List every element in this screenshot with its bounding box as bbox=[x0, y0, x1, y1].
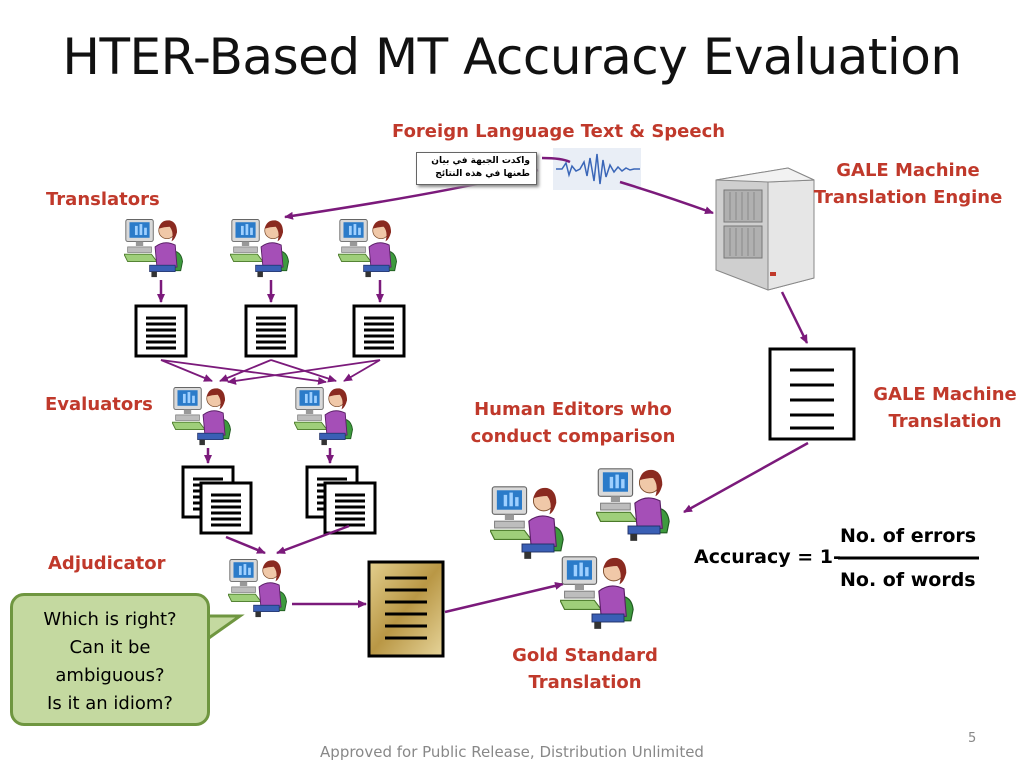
mt-engine-server-icon bbox=[715, 167, 815, 291]
formula-denominator: No. of words bbox=[840, 569, 976, 591]
gold-standard-doc-icon bbox=[367, 560, 445, 658]
translator-3-icon bbox=[338, 219, 397, 278]
formula-numerator: No. of errors bbox=[840, 525, 977, 547]
gold-standard-label-line-1: Gold Standard bbox=[512, 645, 658, 666]
gold-standard-label: Gold Standard Translation bbox=[500, 642, 670, 696]
callout-tail bbox=[206, 614, 245, 642]
translator-1-icon bbox=[124, 219, 183, 278]
gale-mt-label-line-1: GALE Machine bbox=[873, 384, 1017, 405]
gale-mt-label: GALE Machine Translation bbox=[862, 381, 1024, 435]
translation-doc-2-icon bbox=[244, 304, 298, 358]
page-title: HTER-Based MT Accuracy Evaluation bbox=[62, 28, 962, 86]
release-footer: Approved for Public Release, Distributio… bbox=[320, 743, 704, 761]
arabic-line-2: طعنها في هذه النتائج bbox=[435, 169, 530, 179]
arabic-line-1: واكدت الجبهة في بيان bbox=[431, 156, 530, 166]
evaluator-2-icon bbox=[294, 387, 353, 446]
editor-1-icon bbox=[490, 486, 564, 560]
editor-2-icon bbox=[596, 468, 670, 542]
gale-engine-label: GALE Machine Translation Engine bbox=[812, 157, 1004, 211]
editors-label-line-2: conduct comparison bbox=[470, 426, 676, 447]
translators-label: Translators bbox=[46, 189, 160, 210]
callout-line-4: Is it an idiom? bbox=[47, 693, 173, 714]
translation-doc-1-icon bbox=[134, 304, 188, 358]
arabic-text-box: واكدت الجبهة في بيان طعنها في هذه النتائ… bbox=[416, 152, 537, 185]
foreign-language-label: Foreign Language Text & Speech bbox=[392, 121, 726, 142]
page-number: 5 bbox=[968, 731, 977, 746]
gold-standard-label-line-2: Translation bbox=[528, 672, 642, 693]
accuracy-formula-left: Accuracy = 1- bbox=[694, 546, 841, 568]
gale-mt-label-line-2: Translation bbox=[888, 411, 1002, 432]
editor-3-icon bbox=[560, 556, 634, 630]
arrow-source-to-engine bbox=[619, 180, 714, 215]
evaluator-1-icon bbox=[172, 387, 231, 446]
translation-doc-3-icon bbox=[352, 304, 406, 358]
adjudicator-label: Adjudicator bbox=[48, 553, 166, 574]
callout-line-3: ambiguous? bbox=[55, 665, 165, 686]
arrow-source-connector bbox=[541, 156, 571, 164]
callout-line-2: Can it be bbox=[69, 637, 151, 658]
adjudicator-questions-callout: Which is right? Can it be ambiguous? Is … bbox=[10, 593, 210, 726]
gale-mt-doc-icon bbox=[768, 347, 856, 441]
evaluators-label: Evaluators bbox=[45, 394, 153, 415]
translator-2-icon bbox=[230, 219, 289, 278]
adjudicator-icon bbox=[228, 559, 287, 618]
gale-engine-label-line-1: GALE Machine bbox=[836, 160, 980, 181]
editors-label: Human Editors who conduct comparison bbox=[468, 396, 678, 450]
editors-label-line-1: Human Editors who bbox=[474, 399, 672, 420]
evaluation-doc-1b-icon bbox=[199, 481, 253, 535]
callout-line-1: Which is right? bbox=[43, 609, 177, 630]
evaluation-doc-2b-icon bbox=[323, 481, 377, 535]
gale-engine-label-line-2: Translation Engine bbox=[813, 187, 1003, 208]
